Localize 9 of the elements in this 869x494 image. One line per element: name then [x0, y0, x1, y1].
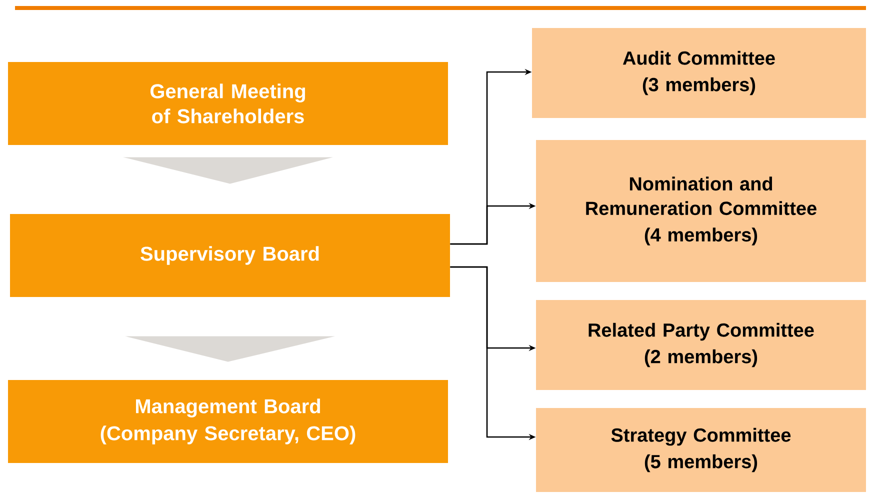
board-box: Management Board (Company Secretary, CEO) [8, 380, 448, 463]
chevron-arrow [125, 336, 335, 362]
committee-box: Audit Committee (3 members) [532, 28, 866, 118]
committee-box: Strategy Committee (5 members) [536, 408, 866, 492]
committee-box: Nomination and Remuneration Committee (4 members) [536, 140, 866, 282]
committee-box: Related Party Committee (2 members) [536, 300, 866, 390]
chevron-arrow [123, 157, 333, 184]
board-box: Supervisory Board [10, 214, 450, 297]
board-box: General Meeting of Shareholders [8, 62, 448, 145]
